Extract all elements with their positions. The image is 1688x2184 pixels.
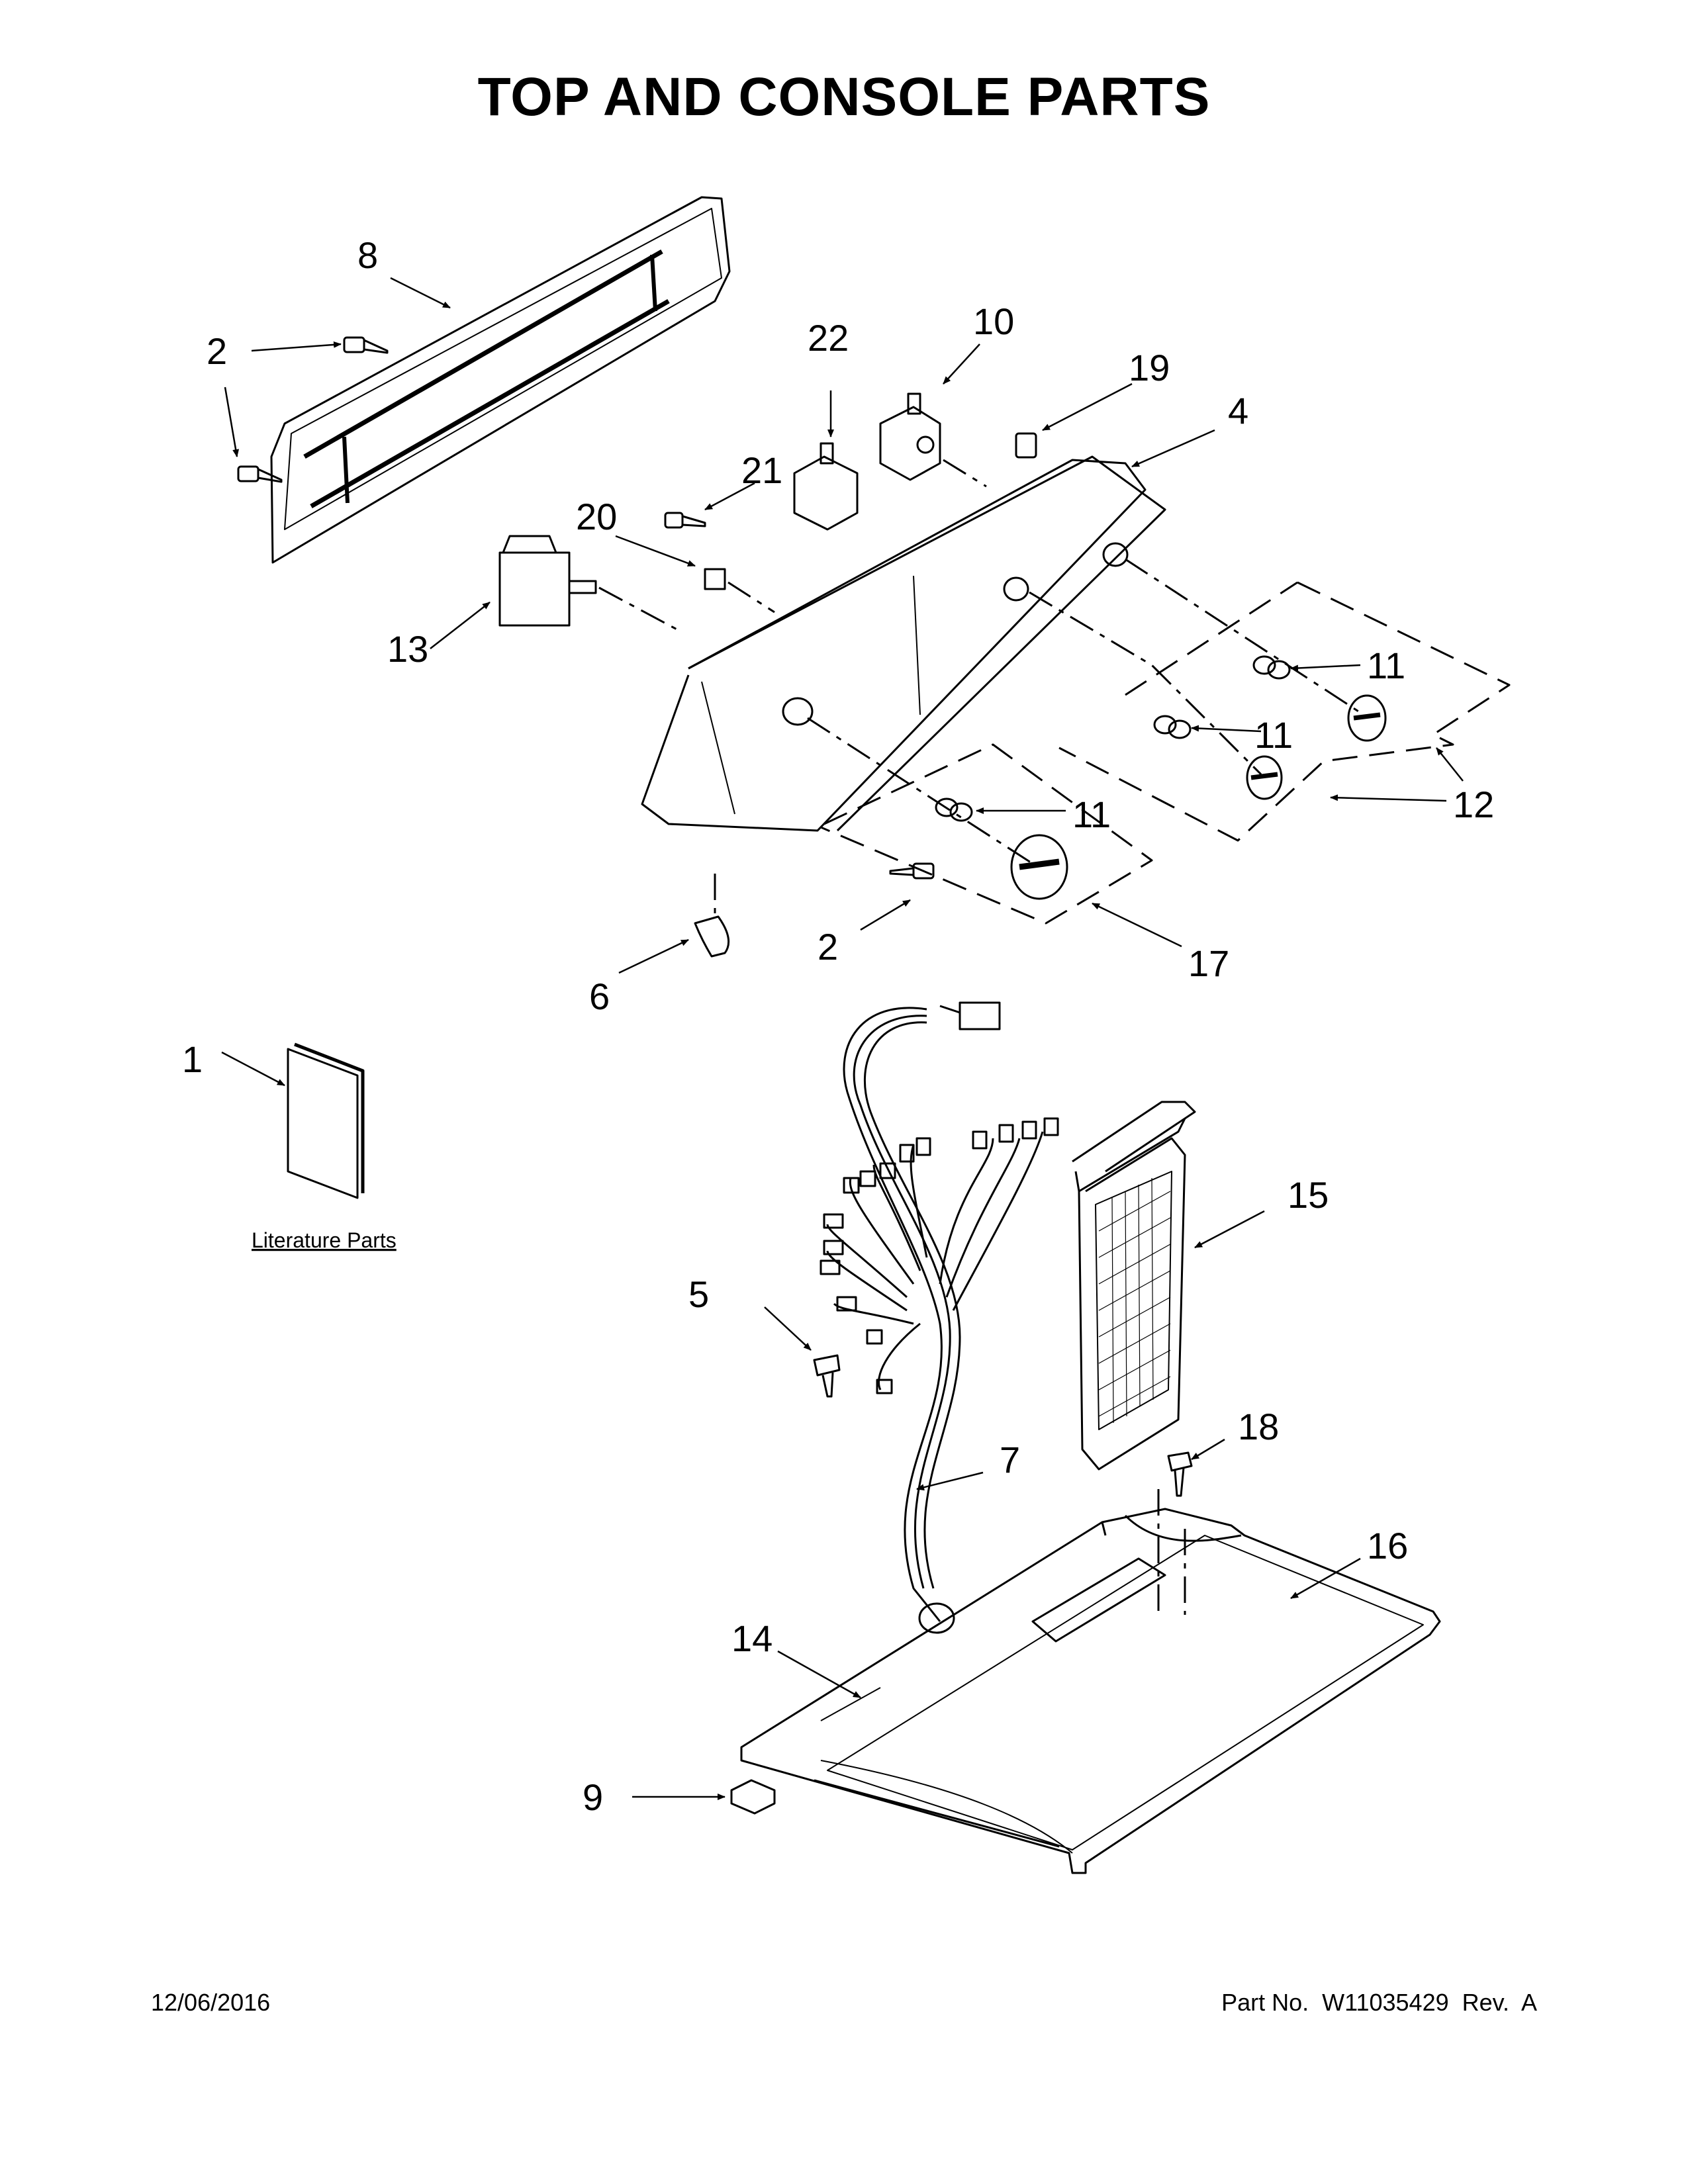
screw-18 <box>1167 1451 1193 1497</box>
screw-2b <box>237 465 283 483</box>
literature-parts-label: Literature Parts <box>252 1228 397 1252</box>
leader-arrows <box>221 277 1464 1800</box>
clip-6 <box>694 915 730 958</box>
pad-9 <box>730 1779 776 1815</box>
literature-booklet <box>287 1042 365 1199</box>
control-console <box>641 455 1166 832</box>
filter-mesh <box>1098 1177 1171 1424</box>
callout-11-right: 11 <box>1367 645 1405 686</box>
screw-21 <box>664 512 706 529</box>
dryer-top-panel <box>740 1508 1441 1874</box>
wire-harness <box>820 1001 1059 1622</box>
screw-5 <box>813 1354 841 1398</box>
knob-insert-11c <box>935 797 973 822</box>
knob-left <box>1010 834 1068 900</box>
kit-outline-12 <box>1058 581 1511 842</box>
knob-insert-11b <box>1153 715 1192 739</box>
callout-6: 6 <box>589 976 610 1017</box>
callout-16: 16 <box>1367 1525 1408 1567</box>
callout-8: 8 <box>357 234 378 276</box>
callout-12: 12 <box>1453 784 1494 825</box>
callout-22: 22 <box>808 317 849 359</box>
callout-9: 9 <box>583 1776 603 1818</box>
switch-10 <box>879 392 941 481</box>
callout-15: 15 <box>1288 1174 1329 1216</box>
callout-7: 7 <box>1000 1439 1020 1480</box>
callout-5: 5 <box>688 1273 709 1315</box>
screw-2a <box>343 336 389 354</box>
knob-right <box>1347 694 1387 742</box>
callout-10: 10 <box>973 300 1014 342</box>
page-title: TOP AND CONSOLE PARTS <box>477 67 1211 127</box>
callout-11-left: 11 <box>1072 794 1111 835</box>
callout-17: 17 <box>1188 942 1229 984</box>
callout-19: 19 <box>1129 347 1170 388</box>
rear-console-panel <box>270 196 731 564</box>
callout-18: 18 <box>1238 1406 1279 1447</box>
knob-insert-11a <box>1252 655 1291 680</box>
callout-1: 1 <box>182 1038 203 1080</box>
callout-21: 21 <box>741 449 782 491</box>
switch-22 <box>793 442 859 531</box>
lamp-20 <box>704 568 726 590</box>
kit-outline-17 <box>820 743 1153 925</box>
callout-2-lower: 2 <box>818 926 838 968</box>
lint-filter <box>1072 1101 1196 1471</box>
timer-13 <box>498 535 597 627</box>
callout-20: 20 <box>576 496 617 537</box>
callout-4: 4 <box>1228 390 1248 432</box>
callout-13: 13 <box>387 628 428 670</box>
footer-date: 12/06/2016 <box>151 1989 271 2016</box>
callout-11-middle: 11 <box>1254 714 1293 756</box>
callout-14: 14 <box>731 1617 773 1659</box>
footer-part-number: Part No. W11035429 Rev. A <box>1221 1989 1537 2016</box>
clip-19 <box>1015 432 1037 459</box>
screw-2c <box>889 862 935 880</box>
knob-middle <box>1246 755 1283 800</box>
callout-2-upper: 2 <box>207 330 227 372</box>
